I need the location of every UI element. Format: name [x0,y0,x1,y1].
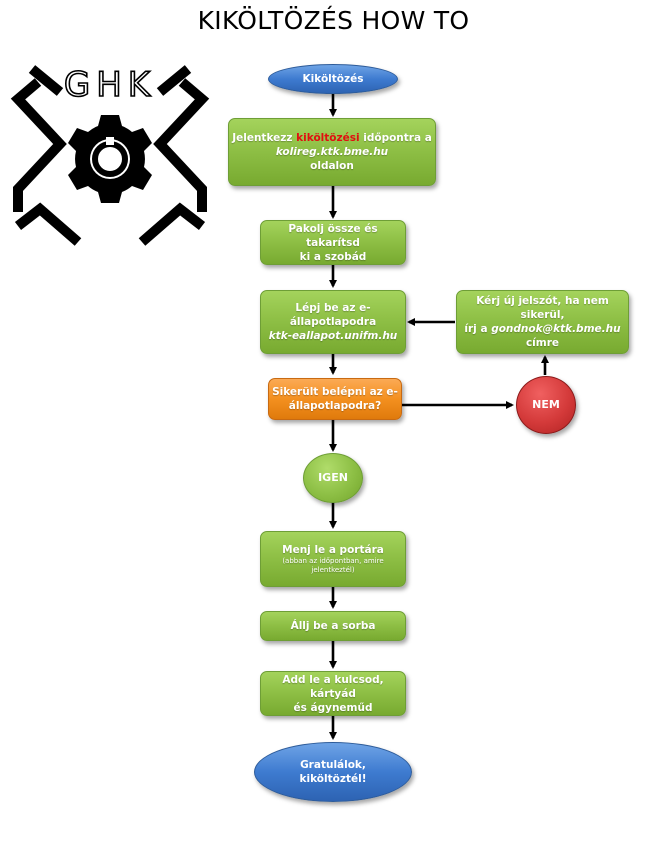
email-link: gondnok@ktk.bme.hu [491,323,621,335]
step-register-line3: oldalon [310,160,354,172]
step-return-items: Add le a kulcsod, kártyád és ágyneműd [260,671,406,716]
yes-circle: IGEN [303,453,363,503]
highlight-text: kiköltözési [296,132,360,144]
logo-text: GHK [64,65,156,105]
step-go-porter: Menj le a portára (abban az időpontban, … [260,531,406,587]
start-label: Kiköltözés [302,73,364,85]
eallapot-link: ktk-eallapot.unifm.hu [268,330,398,342]
page-title: KIKÖLTÖZÉS HOW TO [197,6,470,35]
step-register: Jelentkezz kiköltözési időpontra a kolir… [228,118,436,186]
logo-lines [10,65,210,246]
step-pack: Pakolj össze és takarítsd ki a szobád [260,220,406,265]
ghk-logo: GHK [10,64,210,246]
step-new-password: Kérj új jelszót, ha nem sikerül, írj a g… [456,290,629,354]
no-circle: NEM [516,376,576,434]
start-terminal: Kiköltözés [268,64,398,94]
step-queue: Állj be a sorba [260,611,406,641]
end-terminal: Gratulálok, kiköltöztél! [254,742,412,802]
side-step-email-line: írj a gondnok@ktk.bme.hu [464,323,621,335]
register-link: kolireg.ktk.bme.hu [275,146,389,158]
decision-login-success: Sikerült belépni az e- állapotlapodra? [268,378,402,420]
gear-icon [68,115,152,203]
yes-label: IGEN [318,471,348,484]
step-login: Lépj be az e- állapotlapodra ktk-eallapo… [260,290,406,354]
step-register-line1: Jelentkezz kiköltözési időpontra a [232,132,432,144]
no-label: NEM [532,398,560,411]
